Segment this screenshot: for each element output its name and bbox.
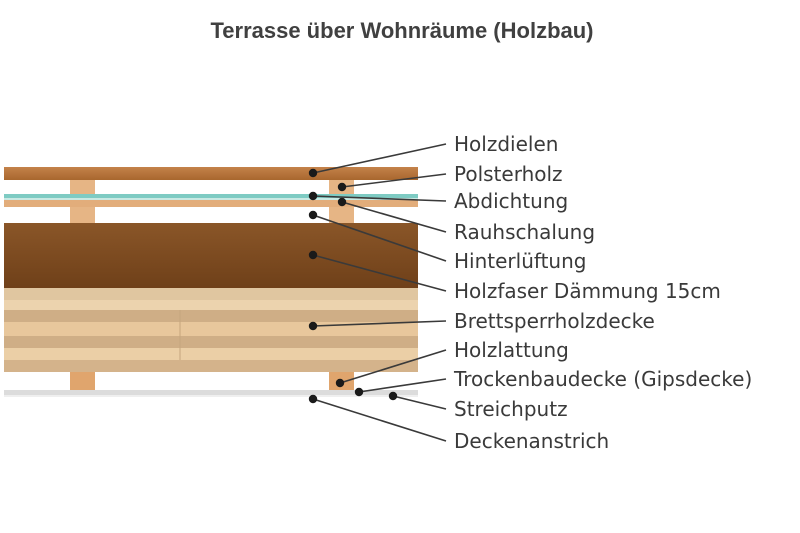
layer-rauhschalung <box>4 200 418 207</box>
label-abdichtung: Abdichtung <box>454 189 568 213</box>
leader-dot-holzlattung <box>335 378 345 388</box>
label-streichputz: Streichputz <box>454 397 568 421</box>
leader-line-abdichtung <box>312 195 447 202</box>
leader-line-trockenbaudecke <box>358 378 447 393</box>
leader-line-holzdielen <box>312 143 447 174</box>
batten-hinterlueftung-left <box>70 207 95 223</box>
label-trockenbaudecke: Trockenbaudecke (Gipsdecke) <box>453 367 752 391</box>
label-rauhschalung: Rauhschalung <box>454 220 595 244</box>
leader-line-streichputz <box>392 395 447 410</box>
label-holzdielen: Holzdielen <box>454 132 558 156</box>
leader-line-deckenanstrich <box>312 398 447 442</box>
leader-line-holzfaser-daemmung <box>312 254 447 292</box>
page-title: Terrasse über Wohnräume (Holzbau) <box>210 18 593 43</box>
label-polsterholz: Polsterholz <box>454 162 563 186</box>
leader-line-polsterholz <box>341 173 447 188</box>
leader-line-rauhschalung <box>341 201 447 233</box>
layer-holzdielen <box>4 167 418 180</box>
batten-polsterholz-left <box>70 180 95 194</box>
leader-dot-streichputz <box>388 391 398 401</box>
leader-dot-deckenanstrich <box>308 394 318 404</box>
label-holzlattung: Holzlattung <box>454 338 569 362</box>
leader-dot-hinterlueftung <box>308 210 318 220</box>
leader-dot-rauhschalung <box>337 197 347 207</box>
label-brettsperrholzdecke: Brettsperrholzdecke <box>454 309 655 333</box>
leader-dot-trockenbaudecke <box>354 387 364 397</box>
leader-line-holzlattung <box>339 349 447 384</box>
layer-brettsperrholzdecke <box>4 288 418 372</box>
layer-abdichtung-edge <box>4 198 418 200</box>
batten-hinterlueftung-right <box>329 207 354 223</box>
layer-holzfaser-daemmung <box>4 223 418 288</box>
layer-streichputz <box>4 395 418 397</box>
layer-trockenbaudecke <box>4 390 418 395</box>
leader-line-brettsperrholzdecke <box>312 320 447 327</box>
leader-dot-holzdielen <box>308 168 318 178</box>
leader-dot-brettsperrholzdecke <box>308 321 318 331</box>
leader-dot-polsterholz <box>337 182 347 192</box>
leader-dot-abdichtung <box>308 191 318 201</box>
leader-dot-holzfaser-daemmung <box>308 250 318 260</box>
layer-abdichtung <box>4 194 418 198</box>
leader-line-hinterlueftung <box>312 214 447 262</box>
label-holzfaser-daemmung: Holzfaser Dämmung 15cm <box>454 279 721 303</box>
label-hinterlueftung: Hinterlüftung <box>454 249 586 273</box>
batten-holzlattung-left <box>70 372 95 390</box>
label-deckenanstrich: Deckenanstrich <box>454 429 609 453</box>
